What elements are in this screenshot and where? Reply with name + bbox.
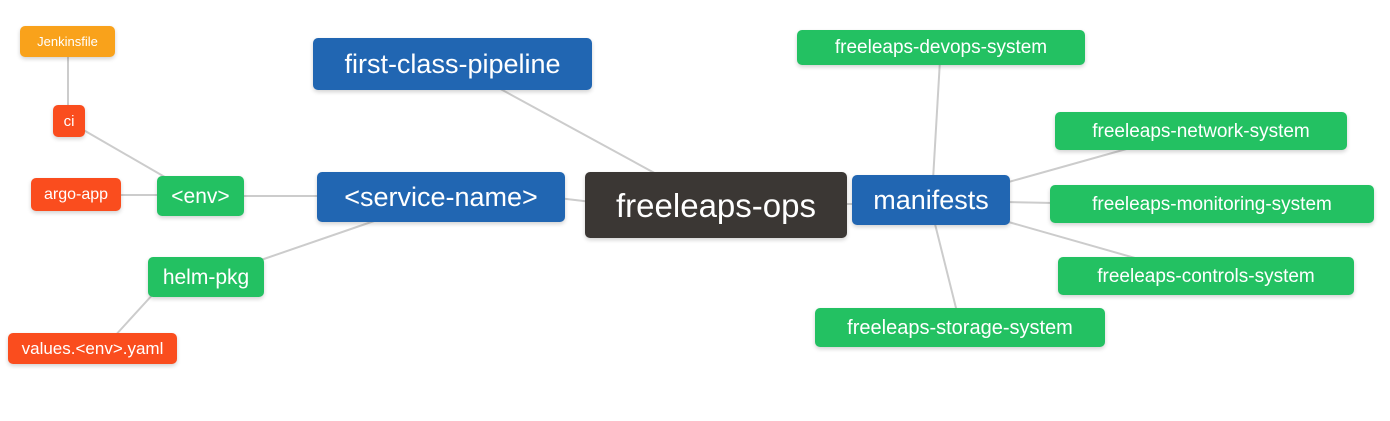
- node-label: freeleaps-network-system: [1092, 120, 1310, 142]
- node-first-class-pipeline[interactable]: first-class-pipeline: [313, 38, 592, 90]
- node-label: <env>: [171, 184, 230, 208]
- node-helm-pkg[interactable]: helm-pkg: [148, 257, 264, 297]
- node-label: manifests: [873, 184, 989, 215]
- node-env[interactable]: <env>: [157, 176, 244, 216]
- edge-helm-pkg-to-service-name: [257, 218, 381, 262]
- node-label: Jenkinsfile: [37, 34, 98, 49]
- node-label: freeleaps-storage-system: [847, 316, 1073, 339]
- node-freeleaps-storage-system[interactable]: freeleaps-storage-system: [815, 308, 1105, 347]
- edge-manifests-to-freeleaps-monitoring-system: [1004, 201, 1055, 204]
- node-service-name[interactable]: <service-name>: [317, 172, 565, 222]
- node-label: first-class-pipeline: [344, 48, 561, 79]
- node-label: values.<env>.yaml: [21, 339, 164, 358]
- node-freeleaps-ops[interactable]: freeleaps-ops: [585, 172, 847, 238]
- node-label: freeleaps-controls-system: [1097, 265, 1315, 287]
- node-values-env-yaml[interactable]: values.<env>.yaml: [8, 333, 177, 364]
- edge-manifests-to-freeleaps-controls-system: [1004, 220, 1143, 261]
- edge-values-env-yaml-to-helm-pkg: [112, 291, 156, 339]
- node-ci[interactable]: ci: [53, 105, 85, 137]
- node-manifests[interactable]: manifests: [852, 175, 1010, 225]
- edge-first-class-pipeline-to-freeleaps-ops: [494, 85, 661, 177]
- edge-manifests-to-freeleaps-devops-system: [932, 59, 941, 181]
- node-label: <service-name>: [344, 181, 538, 212]
- node-freeleaps-controls-system[interactable]: freeleaps-controls-system: [1058, 257, 1354, 295]
- node-label: freeleaps-devops-system: [834, 37, 1048, 58]
- node-label: helm-pkg: [162, 265, 250, 289]
- node-label: ci: [63, 112, 75, 130]
- node-argo-app[interactable]: argo-app: [31, 178, 121, 211]
- node-label: argo-app: [43, 185, 109, 203]
- node-freeleaps-devops-system[interactable]: freeleaps-devops-system: [797, 30, 1085, 65]
- edge-ci-to-env: [79, 127, 171, 181]
- node-freeleaps-monitoring-system[interactable]: freeleaps-monitoring-system: [1050, 185, 1374, 223]
- node-label: freeleaps-monitoring-system: [1092, 193, 1332, 215]
- edge-manifests-to-freeleaps-storage-system: [933, 219, 958, 313]
- node-label: freeleaps-ops: [616, 186, 816, 224]
- node-jenkinsfile[interactable]: Jenkinsfile: [20, 26, 115, 57]
- edge-manifests-to-freeleaps-network-system: [1004, 147, 1131, 184]
- node-freeleaps-network-system[interactable]: freeleaps-network-system: [1055, 112, 1347, 150]
